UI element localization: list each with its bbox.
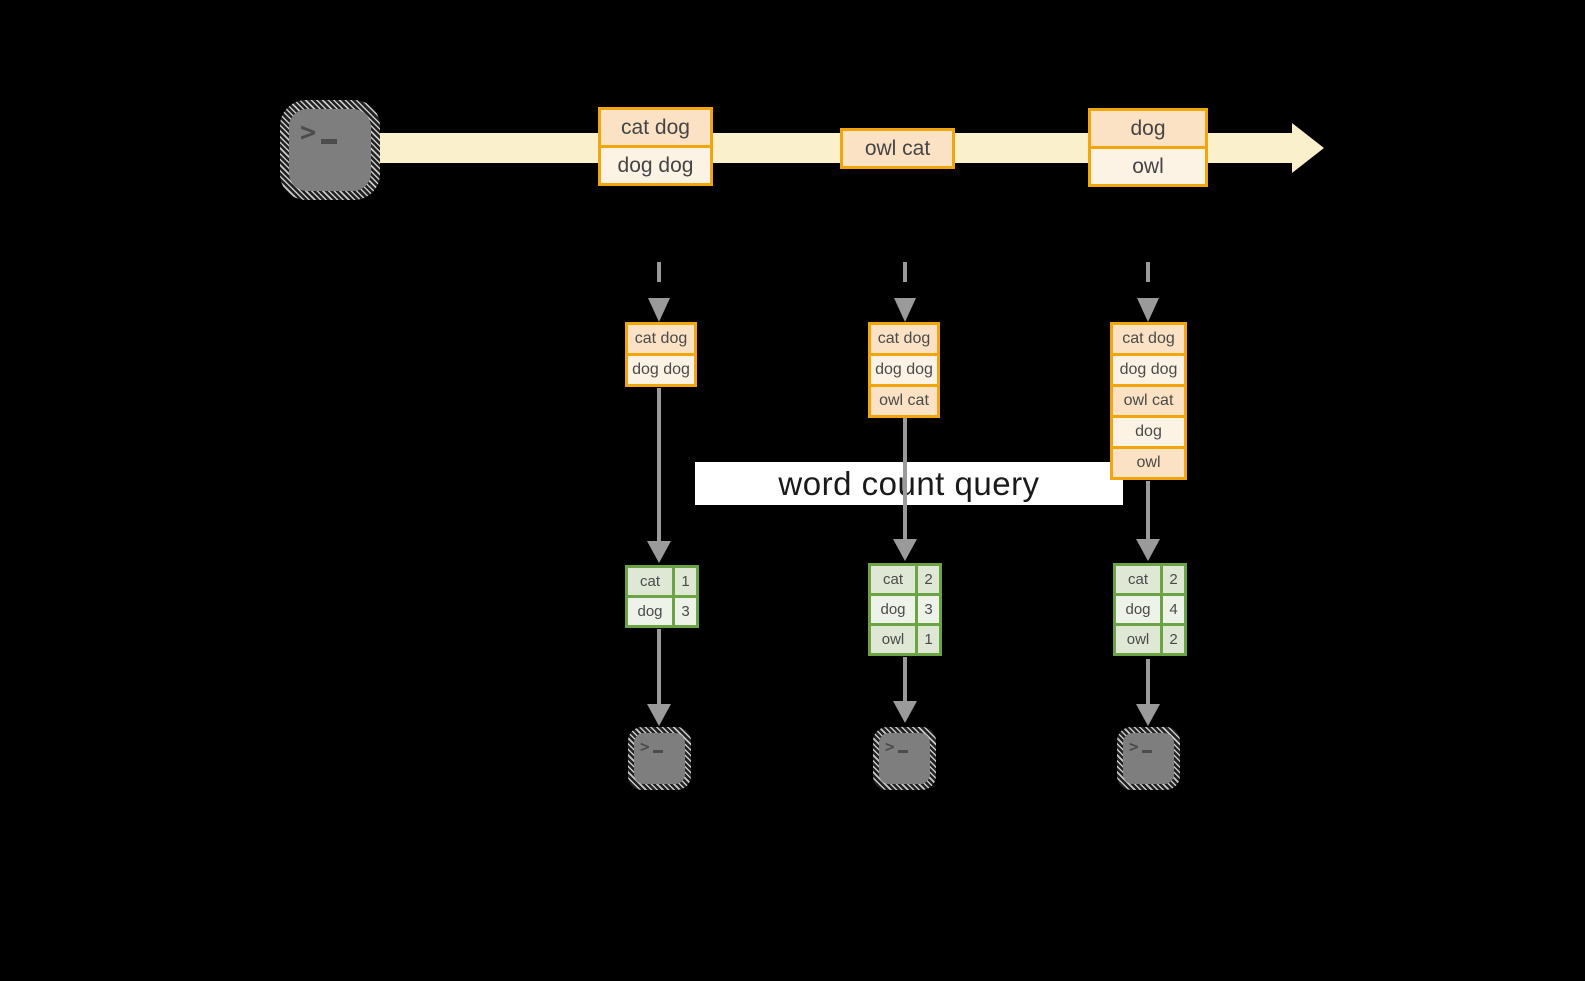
word-count-table-3: cat 2 dog 4 owl 2	[1113, 563, 1187, 656]
prompt-char: >	[1129, 737, 1139, 756]
state-row: cat dog	[871, 325, 937, 353]
terminal-prompt-icon: >	[879, 733, 930, 757]
state-row: dog dog	[628, 353, 694, 384]
state-row: cat dog	[628, 325, 694, 353]
word-cell: cat	[1116, 566, 1160, 593]
count-cell: 3	[675, 598, 696, 625]
cursor-bar-icon	[321, 139, 338, 144]
flow-arrow-icon	[647, 629, 671, 726]
word-cell: owl	[1116, 626, 1160, 653]
flow-arrow-icon	[1136, 481, 1160, 561]
dashed-arrow-icon	[647, 262, 671, 322]
terminal-icon: >	[628, 727, 691, 790]
prompt-char: >	[300, 117, 317, 148]
word-count-table-2: cat 2 dog 3 owl 1	[868, 563, 942, 656]
flow-arrow-icon	[647, 388, 671, 563]
batch-row: owl cat	[843, 131, 952, 166]
prompt-char: >	[640, 737, 650, 756]
dashed-arrow-icon	[1136, 262, 1160, 322]
batch-row: cat dog	[601, 110, 710, 145]
stream-batch-2: owl cat	[840, 128, 955, 169]
state-row: owl cat	[1113, 384, 1184, 415]
terminal-icon: >	[873, 727, 936, 790]
word-cell: owl	[871, 626, 915, 653]
word-cell: cat	[628, 568, 672, 595]
word-count-table-1: cat 1 dog 3	[625, 565, 699, 628]
word-cell: dog	[628, 598, 672, 625]
stream-axis-arrowhead-icon	[1292, 123, 1324, 173]
terminal-icon: >	[280, 100, 380, 200]
word-cell: dog	[1116, 596, 1160, 623]
prompt-char: >	[885, 737, 895, 756]
terminal-prompt-icon: >	[1123, 733, 1174, 757]
input-state-2: cat dog dog dog owl cat	[868, 322, 940, 418]
state-row: owl	[1113, 446, 1184, 477]
dashed-arrow-icon	[893, 262, 917, 322]
count-cell: 4	[1163, 596, 1184, 623]
input-state-3: cat dog dog dog owl cat dog owl	[1110, 322, 1187, 480]
word-cell: dog	[871, 596, 915, 623]
count-cell: 2	[1163, 566, 1184, 593]
state-row: dog dog	[871, 353, 937, 384]
cursor-bar-icon	[652, 750, 663, 753]
count-cell: 3	[918, 596, 939, 623]
state-row: cat dog	[1113, 325, 1184, 353]
batch-row: dog	[1091, 111, 1205, 146]
terminal-screen: >	[879, 733, 930, 784]
batch-row: dog dog	[601, 145, 710, 183]
count-cell: 1	[918, 626, 939, 653]
terminal-screen: >	[634, 733, 685, 784]
terminal-screen: >	[289, 109, 371, 191]
query-label: word count query	[778, 464, 1040, 502]
count-cell: 1	[675, 568, 696, 595]
cursor-bar-icon	[897, 750, 908, 753]
cursor-bar-icon	[1141, 750, 1152, 753]
stream-batch-1: cat dog dog dog	[598, 107, 713, 186]
query-label-band: word count query	[695, 462, 1123, 505]
state-row: owl cat	[871, 384, 937, 415]
flow-arrow-icon	[893, 418, 917, 561]
terminal-prompt-icon: >	[634, 733, 685, 757]
batch-row: owl	[1091, 146, 1205, 184]
word-cell: cat	[871, 566, 915, 593]
count-cell: 2	[918, 566, 939, 593]
count-cell: 2	[1163, 626, 1184, 653]
flow-arrow-icon	[1136, 659, 1160, 726]
terminal-prompt-icon: >	[289, 109, 371, 149]
state-row: dog	[1113, 415, 1184, 446]
stream-batch-3: dog owl	[1088, 108, 1208, 187]
terminal-screen: >	[1123, 733, 1174, 784]
flow-arrow-icon	[893, 657, 917, 723]
state-row: dog dog	[1113, 353, 1184, 384]
input-state-1: cat dog dog dog	[625, 322, 697, 387]
terminal-icon: >	[1117, 727, 1180, 790]
